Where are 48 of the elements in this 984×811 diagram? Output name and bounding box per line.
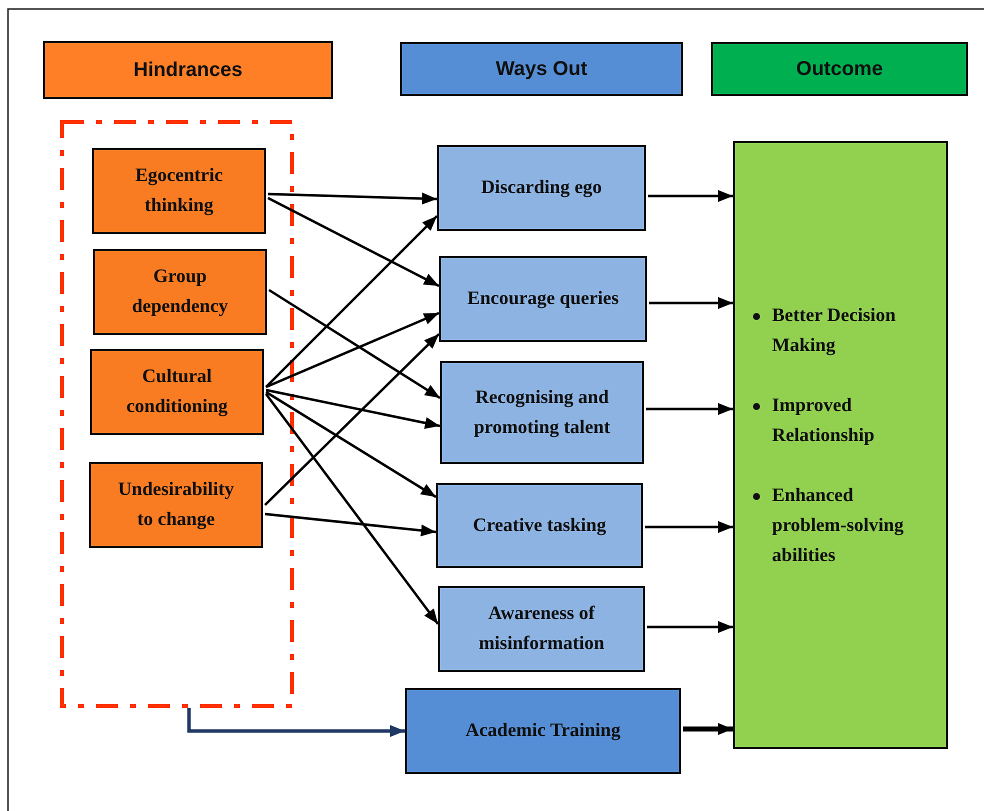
node-label: Discarding ego (481, 176, 602, 200)
process-box (405, 688, 681, 774)
node-label: Awareness of misinformation (478, 602, 606, 656)
arrow (649, 297, 733, 309)
process-box (89, 462, 263, 548)
process-box (92, 148, 266, 234)
process-box (93, 249, 267, 335)
arrow (646, 403, 733, 415)
node-label: Outcome (796, 58, 883, 80)
node-label: Cultural conditioning (125, 365, 229, 419)
arrow (187, 708, 405, 737)
outcome-text: Enhanced problem-solving abilities (772, 484, 905, 568)
node-label: Encourage queries (467, 287, 619, 311)
arrow (266, 388, 440, 429)
arrow (266, 312, 440, 388)
process-box (436, 483, 643, 568)
arrow (264, 512, 436, 536)
arrow (267, 196, 440, 288)
arrow (268, 288, 441, 400)
arrow (264, 333, 440, 506)
arrow (648, 190, 733, 202)
arrow (265, 390, 437, 498)
node-label: Undesirability to change (116, 478, 236, 532)
column-header (400, 42, 683, 96)
process-box (440, 361, 644, 464)
process-box (90, 349, 264, 435)
column-header (43, 41, 333, 99)
node-label: Hindrances (134, 58, 242, 82)
dashed-group (60, 120, 294, 708)
arrow (265, 393, 439, 625)
node-label: Recognising and promoting talent (472, 386, 612, 440)
arrow (647, 621, 733, 633)
outcome-text: Better Decision Making (772, 304, 897, 358)
node-label: Group dependency (130, 265, 230, 319)
column-header (711, 42, 968, 96)
node-label: Academic Training (466, 719, 620, 743)
node-label: Egocentric thinking (134, 164, 224, 218)
arrow (683, 723, 733, 735)
arrow (268, 192, 438, 205)
process-box (437, 145, 646, 231)
outcome-box (733, 141, 948, 749)
process-box (438, 586, 645, 672)
node-label: Creative tasking (472, 514, 606, 538)
outcome-text: Improved Relationship (772, 394, 876, 448)
node-label: Ways Out (496, 58, 588, 80)
process-box (439, 256, 647, 342)
arrow (265, 215, 438, 388)
arrow (645, 521, 733, 533)
